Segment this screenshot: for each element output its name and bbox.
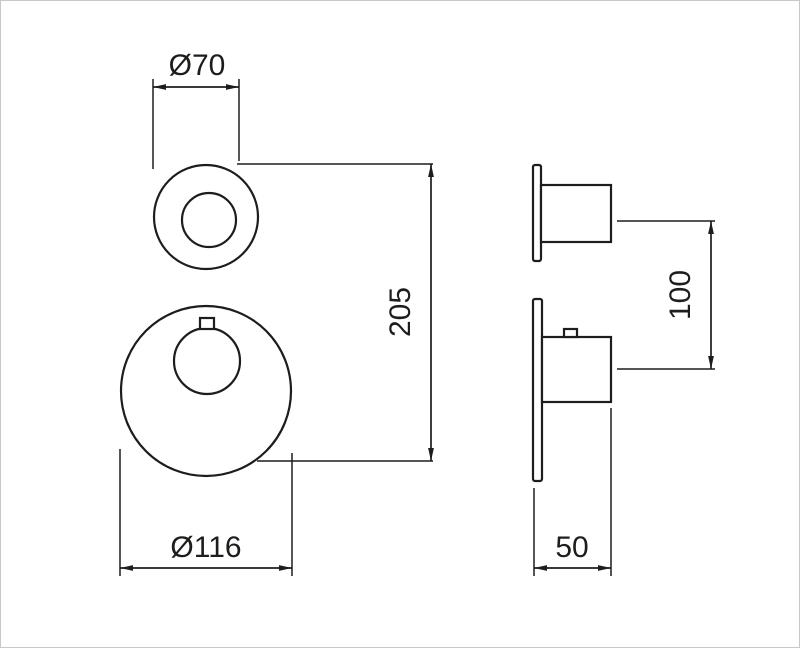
upper-knob-cylinder-side xyxy=(539,183,613,244)
small-knob-inner-circle xyxy=(180,191,238,249)
lower-knob-notch-side xyxy=(562,327,579,339)
lower-knob-cylinder-side xyxy=(540,335,613,404)
plate-outer-circle xyxy=(119,304,293,478)
dimension-overall-height: 205 xyxy=(237,163,434,462)
front-view xyxy=(119,163,293,478)
dim-label-depth: 50 xyxy=(555,531,588,564)
handle-index-notch xyxy=(198,316,216,331)
dimension-small-knob-diameter: Ø70 xyxy=(152,49,240,169)
dim-label-small-knob-diameter: Ø70 xyxy=(169,49,226,82)
dimension-depth: 50 xyxy=(533,408,612,576)
dim-label-plate-diameter: Ø116 xyxy=(170,531,241,564)
dim-label-handle-spacing: 100 xyxy=(664,270,697,320)
dimensioning: Ø70 205 Ø116 100 xyxy=(119,49,715,576)
small-knob-outer-circle xyxy=(152,163,260,271)
side-view xyxy=(531,163,613,483)
handle-inner-circle xyxy=(172,326,242,396)
dimension-handle-spacing: 100 xyxy=(617,220,715,370)
lower-escutcheon-side xyxy=(531,297,544,483)
upper-escutcheon-side xyxy=(531,163,543,263)
dimension-plate-diameter: Ø116 xyxy=(119,449,293,576)
dim-label-overall-height: 205 xyxy=(384,287,417,337)
